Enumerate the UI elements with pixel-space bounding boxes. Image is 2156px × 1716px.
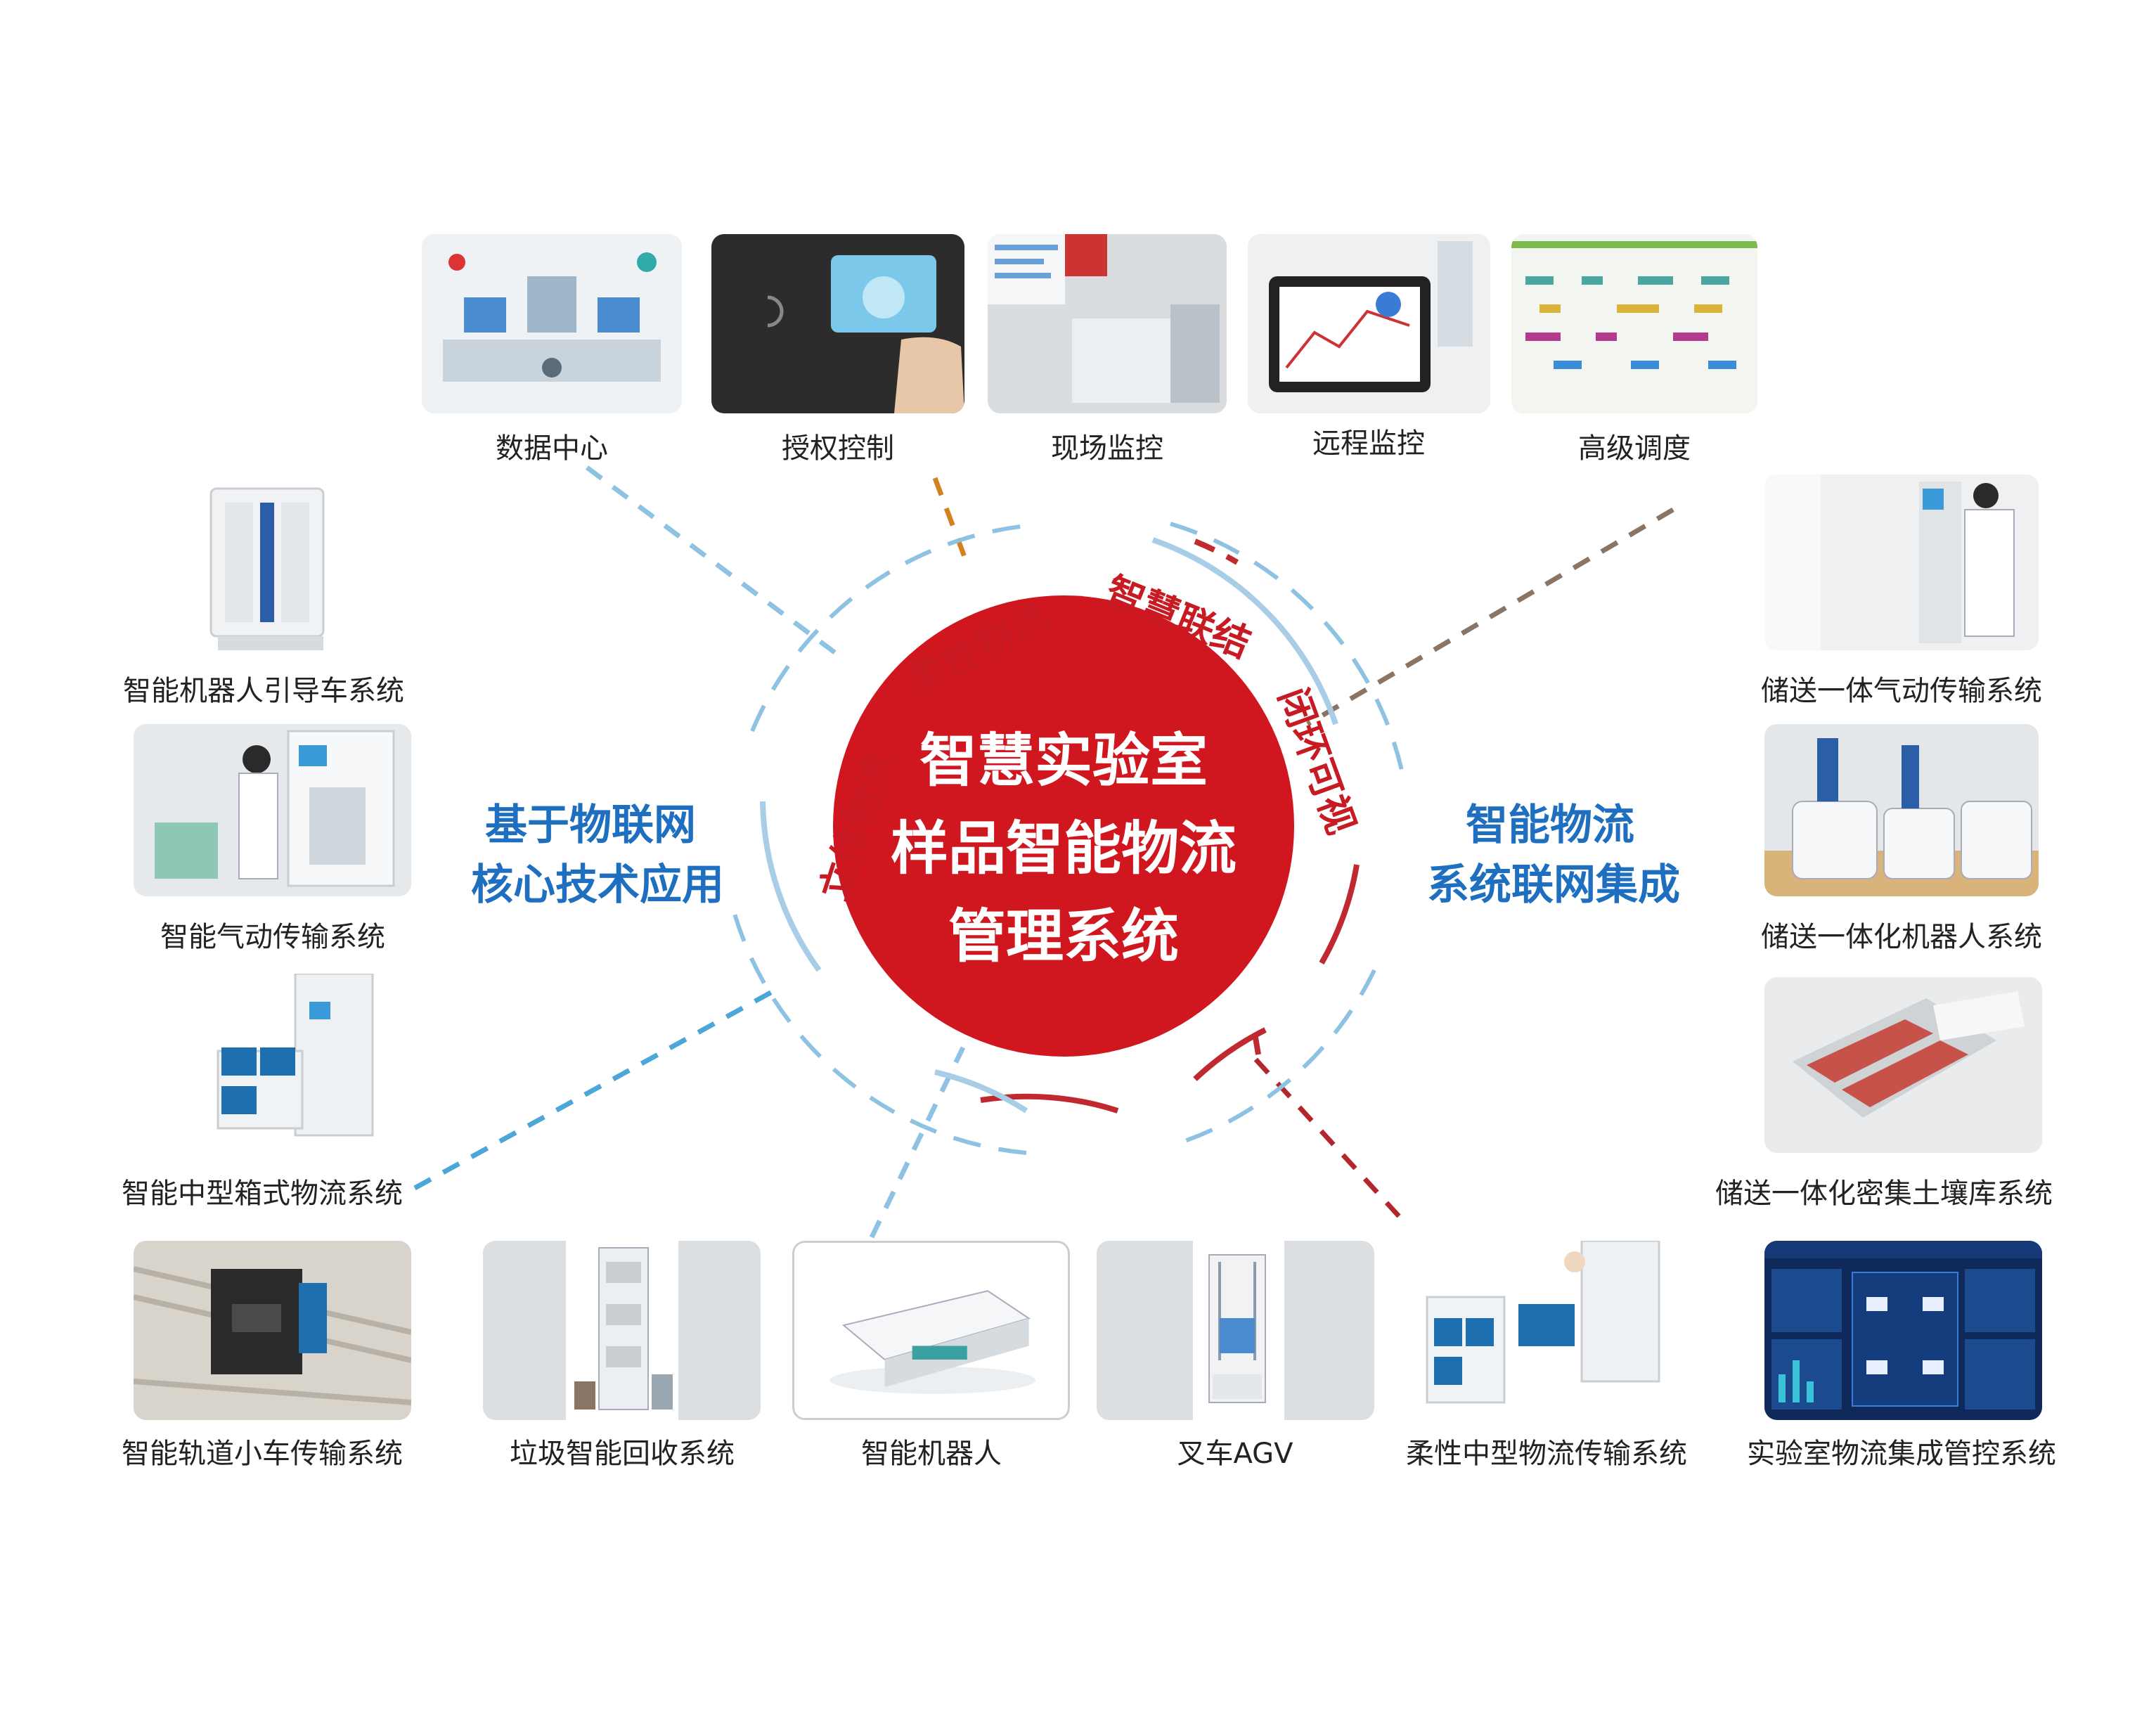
medium-box-logistics-label: 智能中型箱式物流系统 xyxy=(122,1178,403,1210)
pneumatic-transport-image xyxy=(134,724,411,896)
connector-bottom-right xyxy=(1249,1052,1401,1218)
remote-monitoring-label: 远程监控 xyxy=(1312,427,1425,460)
right-label-line-2: 系统联网集成 xyxy=(1427,860,1680,910)
medium-box-logistics-image xyxy=(134,974,411,1149)
integrated-robot-label: 储送一体化机器人系统 xyxy=(1761,921,2042,953)
data-center-image xyxy=(422,234,682,413)
data-center-label: 数据中心 xyxy=(496,432,608,465)
lab-logistics-control-image xyxy=(1764,1241,2042,1420)
advanced-scheduling-image xyxy=(1511,234,1757,413)
connector-left-box-system xyxy=(413,988,775,1191)
outer-ring xyxy=(732,522,1405,1155)
integrated-robot-image xyxy=(1764,724,2039,896)
pneumatic-transport-label: 智能气动传输系统 xyxy=(160,921,385,953)
waste-recycling-image xyxy=(483,1241,761,1420)
connector-lines xyxy=(413,465,1674,1239)
left-label-line-2: 核心技术应用 xyxy=(471,860,724,910)
site-monitoring-image xyxy=(988,234,1227,413)
site-monitoring-label: 现场监控 xyxy=(1051,432,1163,465)
dense-soil-storage-image xyxy=(1764,977,2042,1153)
smart-robot-label: 智能机器人 xyxy=(861,1438,1002,1470)
rail-car-image xyxy=(134,1241,411,1420)
remote-monitoring-image xyxy=(1248,234,1490,413)
connector-scheduling xyxy=(1306,507,1674,727)
integrated-pneumatic-label: 储送一体气动传输系统 xyxy=(1761,675,2042,707)
forklift-agv-label: 叉车AGV xyxy=(1177,1438,1293,1470)
advanced-scheduling-label: 高级调度 xyxy=(1578,432,1691,465)
smart-robot-image xyxy=(792,1241,1070,1420)
forklift-agv-image xyxy=(1097,1241,1374,1420)
connector-robot xyxy=(869,1046,966,1239)
waste-recycling-label: 垃圾智能回收系统 xyxy=(510,1438,735,1470)
left-label-line-1: 基于物联网 xyxy=(485,801,696,850)
robot-guided-vehicle-label: 智能机器人引导车系统 xyxy=(123,675,404,707)
center-title-line-3: 管理系统 xyxy=(948,903,1179,970)
connector-authorization xyxy=(932,477,969,564)
right-label-line-1: 智能物流 xyxy=(1466,801,1634,850)
center-title-line-2: 样品智能物流 xyxy=(890,815,1237,882)
lab-logistics-control-label: 实验室物流集成管控系统 xyxy=(1747,1438,2056,1470)
rail-car-label: 智能轨道小车传输系统 xyxy=(122,1438,403,1470)
authorization-control-label: 授权控制 xyxy=(782,432,894,465)
connector-data-center xyxy=(585,465,839,656)
authorization-control-image xyxy=(711,234,964,413)
inner-arcs xyxy=(760,537,1360,1114)
center-title-line-1: 智慧实验室 xyxy=(919,728,1208,794)
flexible-medium-logistics-label: 柔性中型物流传输系统 xyxy=(1406,1438,1687,1470)
robot-guided-vehicle-image xyxy=(176,475,351,664)
integrated-pneumatic-image xyxy=(1764,475,2039,650)
center-circle xyxy=(833,595,1294,1057)
flexible-medium-logistics-image xyxy=(1406,1241,1684,1420)
dense-soil-storage-label: 储送一体化密集土壤库系统 xyxy=(1715,1178,2053,1210)
